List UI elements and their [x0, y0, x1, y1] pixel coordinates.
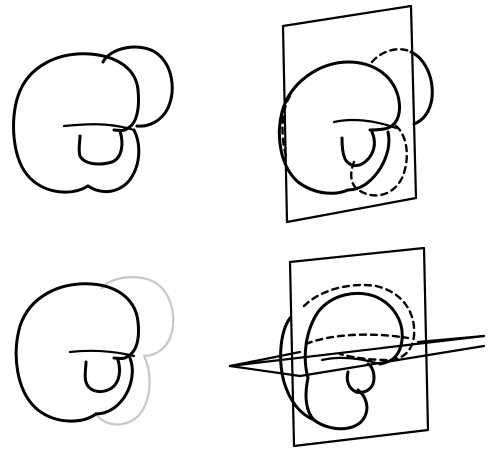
front-blob-outline	[14, 54, 139, 192]
panel-top-right	[279, 6, 432, 222]
small-bottom-lobe	[85, 360, 119, 392]
lower-lobe-hidden-dashed	[351, 126, 407, 195]
small-bottom-lobe	[342, 132, 374, 166]
inner-fold-line	[70, 351, 134, 356]
front-blob-outline	[305, 293, 402, 428]
rear-lobe-hidden-dashed	[372, 49, 411, 62]
blob-hidden-dashed	[304, 285, 414, 360]
inner-fold-line	[334, 120, 396, 128]
front-blob-outline	[279, 62, 399, 193]
panel-top-left	[14, 47, 173, 192]
horizontal-plane-edge-right	[418, 336, 484, 342]
panel-bottom-left	[16, 277, 173, 424]
cross-section-dashed	[306, 335, 408, 344]
small-bottom-lobe	[79, 131, 122, 164]
lower-body-outline	[306, 378, 314, 420]
panel-bottom-right	[230, 248, 484, 446]
